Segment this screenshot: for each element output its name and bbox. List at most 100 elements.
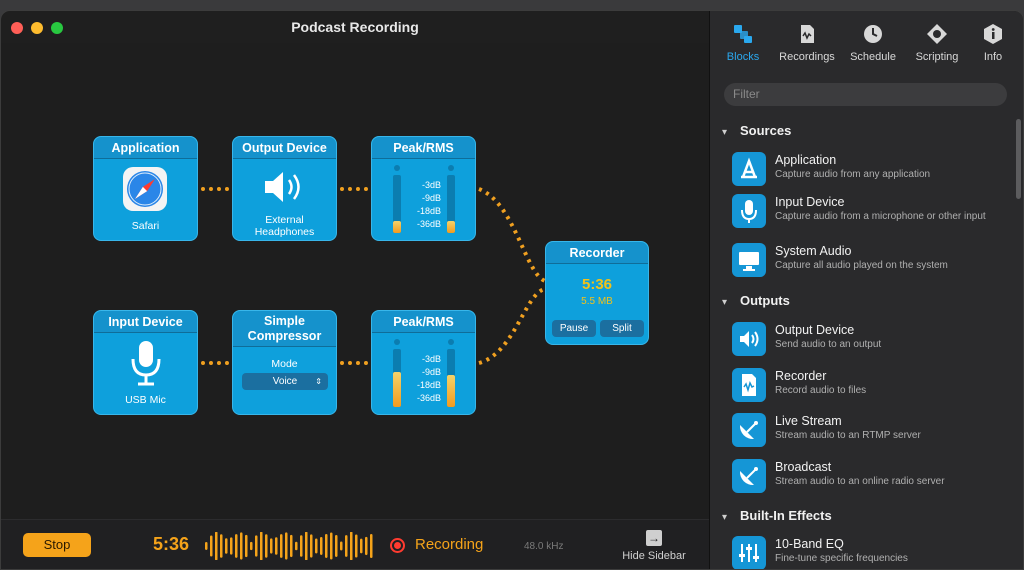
application-block[interactable]: Application Safari [93,136,198,241]
simple-compressor-block[interactable]: Simple Compressor Mode Voice ⇕ [232,310,337,415]
chevron-down-icon: ▾ [722,127,728,138]
waveform-icon [205,532,373,560]
tab-schedule[interactable]: Schedule [840,23,906,63]
minimize-window-button[interactable] [31,22,43,34]
tab-info[interactable]: Info [960,23,1023,63]
tab-label: Schedule [850,51,896,63]
info-icon [984,24,1002,44]
item-title: Output Device [775,323,855,337]
item-description: Record audio to files [775,385,867,396]
block-subtitle: USB Mic [125,394,166,406]
item-description: Stream audio to an RTMP server [775,430,921,441]
list-item-system-audio[interactable]: System Audio Capture all audio played on… [732,243,992,283]
item-description: Fine-tune specific frequencies [775,553,908,564]
connector [201,187,229,191]
db-label: -9dB [421,193,441,203]
hide-sidebar-button[interactable]: → Hide Sidebar [618,530,690,562]
hide-sidebar-label: Hide Sidebar [622,550,686,562]
section-title: Outputs [740,293,790,308]
speaker-icon [265,172,300,202]
peak-rms-block[interactable]: Peak/RMS -3dB -9dB -18dB -36dB [371,136,476,241]
chevron-down-icon: ▾ [722,512,728,523]
section-title: Built-In Effects [740,508,832,523]
section-sources[interactable]: ▾Sources [722,123,791,138]
item-title: Input Device [775,195,845,209]
block-canvas[interactable]: Application Safari Output Device Externa… [1,43,709,519]
recorder-file-size: 5.5 MB [581,296,613,307]
item-title: Broadcast [775,460,832,474]
block-subtitle: Safari [131,220,160,232]
db-label: -36dB [416,219,441,229]
mode-label: Mode [271,358,298,370]
list-item-input-device[interactable]: Input Device Capture audio from a microp… [732,194,992,234]
bottom-toolbar: Stop 5:36 Recording 48.0 kHz → Hide Side… [1,519,709,569]
elapsed-time: 5:36 [153,534,190,554]
tab-label: Scripting [915,51,959,63]
block-title: Input Device [94,311,197,333]
mode-select[interactable]: Voice ⇕ [242,373,328,390]
tab-blocks[interactable]: Blocks [710,23,776,63]
microphone-icon [131,341,161,386]
input-device-block[interactable]: Input Device USB Mic [93,310,198,415]
db-label: -3dB [421,354,441,364]
db-label: -18dB [416,206,441,216]
list-item-10-band-eq[interactable]: 10-Band EQ Fine-tune specific frequencie… [732,536,992,569]
db-label: -36dB [416,393,441,403]
zoom-window-button[interactable] [51,22,63,34]
connector [201,361,229,365]
pause-button[interactable]: Pause [552,320,596,337]
level-meter-right [447,175,455,233]
level-meter-left [393,175,401,233]
filter-input[interactable]: Filter [724,83,1007,106]
item-description: Stream audio to an online radio server [775,476,945,487]
connector-curves [478,187,547,365]
clip-indicator [448,339,454,345]
list-item-output-device[interactable]: Output Device Send audio to an output [732,322,992,362]
clock-icon [864,25,882,43]
monitor-icon [732,243,766,277]
tab-label: Info [983,51,1003,63]
satellite-dish-icon [732,459,766,493]
sidebar-scrollbar[interactable] [1016,119,1021,199]
block-title: Peak/RMS [372,311,475,333]
close-window-button[interactable] [11,22,23,34]
scripting-icon [927,24,947,44]
item-description: Capture audio from any application [775,169,931,180]
list-item-application[interactable]: Application Capture audio from any appli… [732,152,992,192]
tab-scripting[interactable]: Scripting [904,23,970,63]
section-built-in-effects[interactable]: ▾ Built-In Effects [722,508,832,523]
db-label: -9dB [421,367,441,377]
item-title: System Audio [775,244,852,258]
output-device-block[interactable]: Output Device External Headphones [232,136,337,241]
item-title: Live Stream [775,414,842,428]
item-description: Capture audio from a microphone or other… [775,211,986,222]
level-meter-left [393,349,401,407]
db-label: -3dB [421,180,441,190]
split-button[interactable]: Split [600,320,644,337]
tab-recordings[interactable]: Recordings [774,23,840,63]
block-title: Application [94,137,197,159]
mode-select-value: Voice [272,376,298,387]
list-item-recorder[interactable]: Recorder Record audio to files [732,368,992,408]
block-title: Peak/RMS [372,137,475,159]
block-title: Simple Compressor [233,311,336,347]
blocks-icon [734,25,752,43]
window-title: Podcast Recording [291,19,419,35]
stop-button[interactable]: Stop [23,533,91,557]
clip-indicator [394,339,400,345]
recorder-block[interactable]: Recorder 5:36 5.5 MB Pause Split [545,241,649,345]
peak-rms-block[interactable]: Peak/RMS -3dB -9dB -18dB -36dB [371,310,476,415]
speaker-icon [732,322,766,356]
list-item-live-stream[interactable]: Live Stream Stream audio to an RTMP serv… [732,413,992,453]
db-label: -18dB [416,380,441,390]
item-title: Application [775,153,837,167]
clip-indicator [394,165,400,171]
app-window: Podcast Recording Application Safari [0,10,1024,570]
section-outputs[interactable]: ▾Outputs [722,293,790,308]
recordings-icon [801,25,814,43]
item-description: Send audio to an output [775,339,882,350]
arrow-right-icon: → [646,530,662,546]
recording-status: Recording [415,536,484,553]
sample-rate: 48.0 kHz [524,541,564,552]
list-item-broadcast[interactable]: Broadcast Stream audio to an online radi… [732,459,992,499]
